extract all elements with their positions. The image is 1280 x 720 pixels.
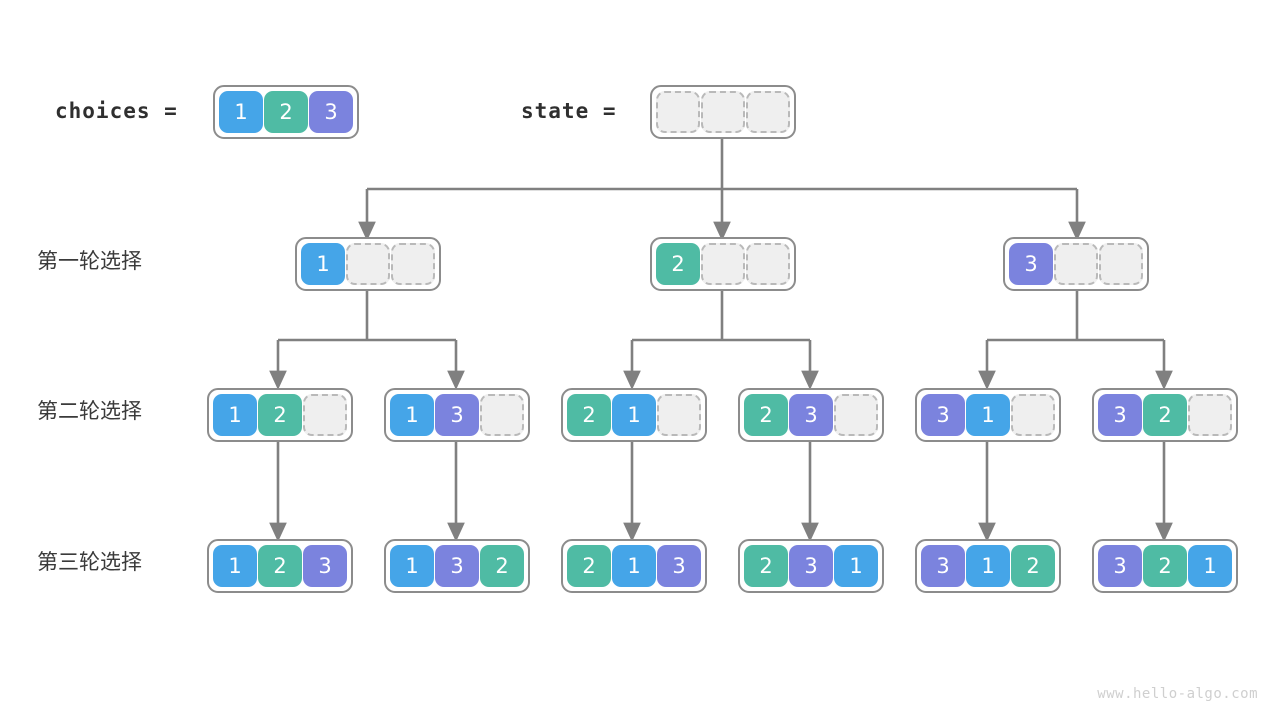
row-label-round-3: 第三轮选择 <box>37 550 142 574</box>
node-321: 3 2 1 <box>1092 539 1238 593</box>
node-2-cell-1 <box>701 243 745 285</box>
row-label-round-1: 第一轮选择 <box>37 249 142 273</box>
node-23-cell-0: 2 <box>744 394 788 436</box>
node-312-cell-2: 2 <box>1011 545 1055 587</box>
state-cell-0 <box>656 91 700 133</box>
node-31-cell-2 <box>1011 394 1055 436</box>
state-array <box>650 85 796 139</box>
node-13: 1 3 <box>384 388 530 442</box>
node-213-cell-1: 1 <box>612 545 656 587</box>
node-32: 3 2 <box>1092 388 1238 442</box>
choices-cell-2: 3 <box>309 91 353 133</box>
node-3: 3 <box>1003 237 1149 291</box>
node-312-cell-1: 1 <box>966 545 1010 587</box>
node-31-cell-0: 3 <box>921 394 965 436</box>
node-1-cell-1 <box>346 243 390 285</box>
node-13-cell-2 <box>480 394 524 436</box>
node-23-cell-1: 3 <box>789 394 833 436</box>
node-32-cell-0: 3 <box>1098 394 1142 436</box>
node-132-cell-2: 2 <box>480 545 524 587</box>
node-123: 1 2 3 <box>207 539 353 593</box>
node-312-cell-0: 3 <box>921 545 965 587</box>
node-132-cell-0: 1 <box>390 545 434 587</box>
node-1-cell-2 <box>391 243 435 285</box>
node-23-cell-2 <box>834 394 878 436</box>
node-231-cell-2: 1 <box>834 545 878 587</box>
node-123-cell-2: 3 <box>303 545 347 587</box>
node-12-cell-0: 1 <box>213 394 257 436</box>
node-2-cell-2 <box>746 243 790 285</box>
node-3-cell-0: 3 <box>1009 243 1053 285</box>
node-231-cell-0: 2 <box>744 545 788 587</box>
node-321-cell-0: 3 <box>1098 545 1142 587</box>
state-cell-2 <box>746 91 790 133</box>
node-132: 1 3 2 <box>384 539 530 593</box>
node-3-cell-1 <box>1054 243 1098 285</box>
node-231: 2 3 1 <box>738 539 884 593</box>
node-2: 2 <box>650 237 796 291</box>
choices-cell-1: 2 <box>264 91 308 133</box>
watermark: www.hello-algo.com <box>1097 686 1258 702</box>
node-21-cell-1: 1 <box>612 394 656 436</box>
node-21: 2 1 <box>561 388 707 442</box>
node-321-cell-1: 2 <box>1143 545 1187 587</box>
node-1-cell-0: 1 <box>301 243 345 285</box>
node-31: 3 1 <box>915 388 1061 442</box>
choices-cell-0: 1 <box>219 91 263 133</box>
node-213: 2 1 3 <box>561 539 707 593</box>
node-1: 1 <box>295 237 441 291</box>
node-13-cell-1: 3 <box>435 394 479 436</box>
state-label: state = <box>521 99 617 123</box>
choices-array: 1 2 3 <box>213 85 359 139</box>
node-213-cell-2: 3 <box>657 545 701 587</box>
node-12-cell-1: 2 <box>258 394 302 436</box>
node-312: 3 1 2 <box>915 539 1061 593</box>
node-12-cell-2 <box>303 394 347 436</box>
row-label-round-2: 第二轮选择 <box>37 399 142 423</box>
node-321-cell-2: 1 <box>1188 545 1232 587</box>
node-3-cell-2 <box>1099 243 1143 285</box>
node-123-cell-1: 2 <box>258 545 302 587</box>
node-32-cell-2 <box>1188 394 1232 436</box>
node-21-cell-2 <box>657 394 701 436</box>
node-21-cell-0: 2 <box>567 394 611 436</box>
node-2-cell-0: 2 <box>656 243 700 285</box>
node-31-cell-1: 1 <box>966 394 1010 436</box>
node-12: 1 2 <box>207 388 353 442</box>
node-23: 2 3 <box>738 388 884 442</box>
node-123-cell-0: 1 <box>213 545 257 587</box>
state-cell-1 <box>701 91 745 133</box>
node-13-cell-0: 1 <box>390 394 434 436</box>
node-32-cell-1: 2 <box>1143 394 1187 436</box>
node-231-cell-1: 3 <box>789 545 833 587</box>
choices-label: choices = <box>55 99 178 123</box>
node-132-cell-1: 3 <box>435 545 479 587</box>
node-213-cell-0: 2 <box>567 545 611 587</box>
